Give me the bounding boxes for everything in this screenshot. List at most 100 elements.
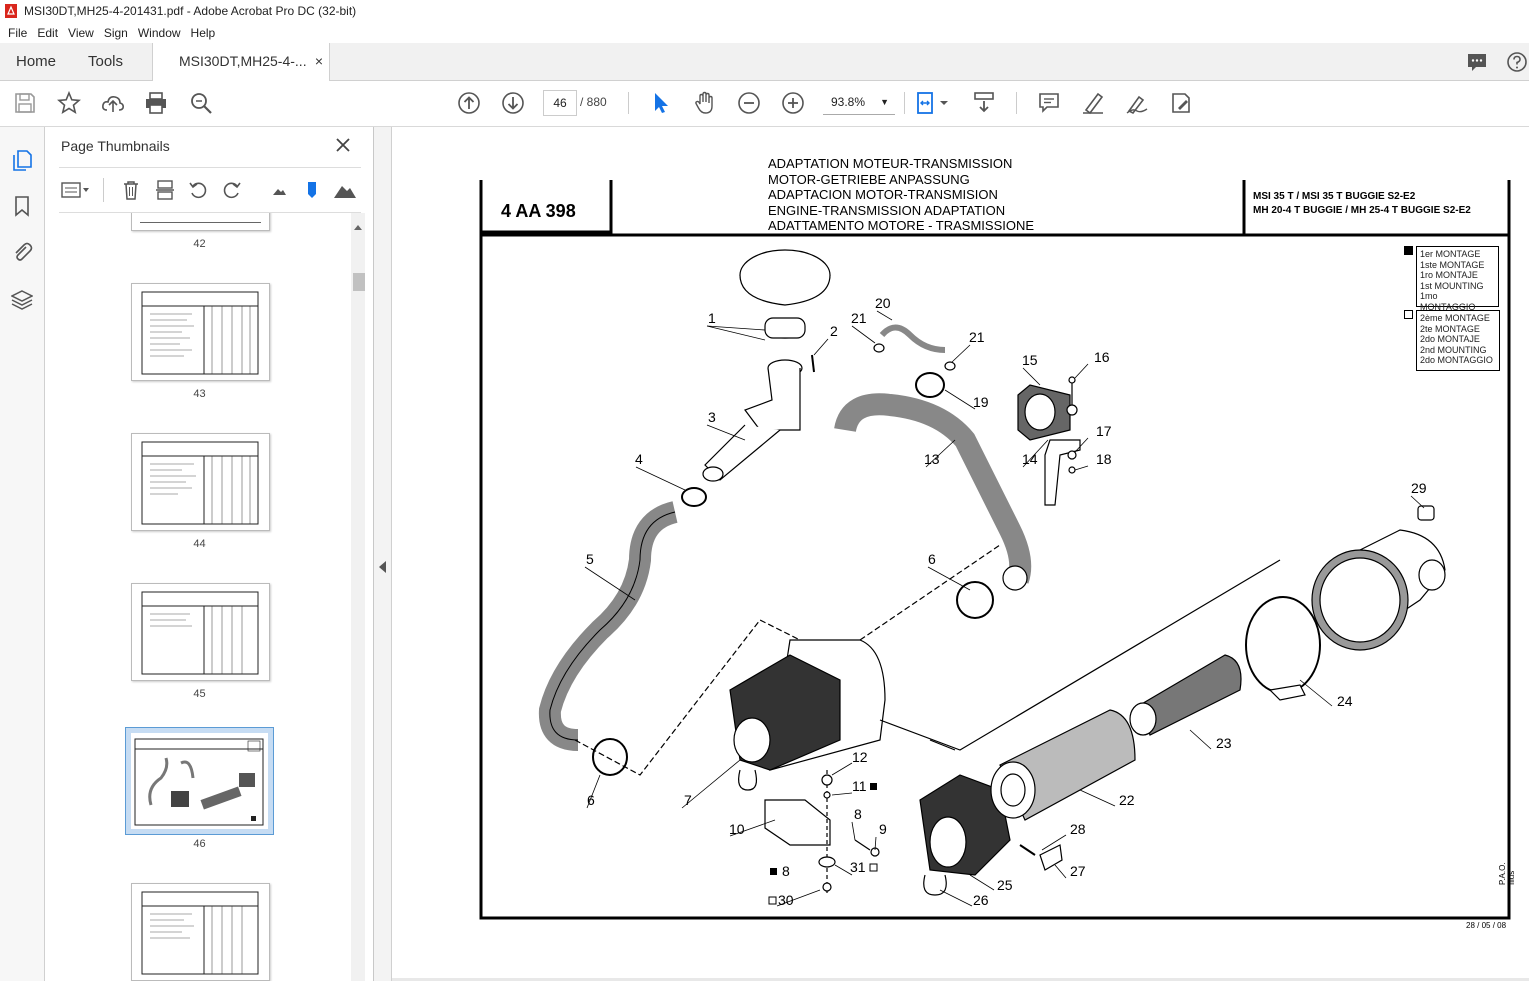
zoom-level-dropdown[interactable]: 93.8%▼ [823,90,895,115]
thumbnail-page-44[interactable] [131,433,270,531]
callout-1: 1 [708,310,716,326]
panel-title: Page Thumbnails [61,138,170,154]
help-icon[interactable] [1506,51,1528,73]
close-tab-icon[interactable]: × [314,53,323,69]
select-cursor-icon[interactable] [649,91,673,115]
thumbnail-page-47[interactable] [131,883,270,981]
fit-page-icon[interactable] [915,91,951,115]
draw-sign-icon[interactable] [1125,91,1149,115]
callout-22: 22 [1119,792,1135,808]
rotate-counterclockwise-icon[interactable] [188,180,208,200]
horizontal-scrollbar[interactable] [392,978,1529,981]
legend-line: 2ème MONTAGE [1420,313,1490,323]
add-comment-icon[interactable] [1037,91,1061,115]
tab-document[interactable]: MSI30DT,MH25-4-... × [152,43,330,81]
smaller-thumbnails-icon[interactable] [269,180,289,200]
tab-tools[interactable]: Tools [88,53,124,70]
callout-2: 2 [830,323,838,339]
thumbnail-number: 42 [193,238,206,250]
first-mounting-marker [770,868,777,875]
page-thumbnails-icon[interactable] [11,149,33,171]
current-page-input[interactable]: 46 [543,90,577,116]
callout-19: 19 [973,394,989,410]
page-title-es: ADAPTACION MOTOR-TRANSMISION [768,187,998,202]
zoom-search-icon[interactable] [189,91,213,115]
save-icon[interactable] [13,91,37,115]
menu-window[interactable]: Window [137,25,181,40]
zoom-in-icon[interactable] [781,91,805,115]
menu-view[interactable]: View [68,25,94,40]
page-title-de: MOTOR-GETRIEBE ANPASSUNG [768,172,970,187]
bookmarks-icon[interactable] [11,195,33,217]
print-icon[interactable] [144,91,168,115]
layers-icon[interactable] [11,289,33,311]
model-line-1: MSI 35 T / MSI 35 T BUGGIE S2-E2 [1253,191,1416,202]
bookmark-star-icon[interactable] [57,91,81,115]
fill-and-sign-icon[interactable] [1169,91,1193,115]
callout-14: 14 [1022,451,1038,467]
options-menu-icon[interactable] [61,180,91,200]
callout-8: 8 [782,863,790,879]
second-mounting-marker [1404,310,1413,319]
thumbnail-page-43[interactable] [131,283,270,381]
legend-line: 1ste MONTAGE [1420,259,1485,270]
rotate-clockwise-icon[interactable] [222,180,242,200]
zoom-out-icon[interactable] [737,91,761,115]
thumbnail-page-46[interactable] [125,727,274,835]
callout-7: 7 [684,792,692,808]
callout-23: 23 [1216,735,1232,751]
next-page-icon[interactable] [501,91,525,115]
page-title-en: ENGINE-TRANSMISSION ADAPTATION [768,203,1006,218]
panel-splitter[interactable] [374,127,392,981]
callout-15: 15 [1022,352,1038,368]
hand-tool-icon[interactable] [693,91,717,115]
close-panel-icon[interactable] [335,137,351,153]
callout-26: 26 [973,892,989,908]
callout-4: 4 [635,451,643,467]
menu-file[interactable]: File [8,25,28,40]
callout-11: 11 [852,778,867,794]
upload-cloud-icon[interactable] [101,91,125,115]
highlight-pen-icon[interactable] [1081,91,1105,115]
scroll-mode-icon[interactable] [972,91,996,115]
delete-trash-icon[interactable] [121,180,141,200]
menu-help[interactable]: Help [190,25,216,40]
larger-thumbnails-icon[interactable] [333,180,357,200]
thumbnail-page-42[interactable] [131,213,270,231]
attachments-paperclip-icon[interactable] [11,241,33,263]
page-marker-icon[interactable] [302,180,322,200]
second-mounting-marker [768,896,777,905]
callout-13: 13 [924,451,940,467]
callout-9: 9 [879,821,887,837]
page-title-fr: ADAPTATION MOTEUR-TRANSMISSION [768,156,1013,171]
tab-bar: Home Tools MSI30DT,MH25-4-... × [0,43,1529,81]
scroll-up-icon[interactable] [354,225,362,230]
window-title-bar: MSI30DT,MH25-4-201431.pdf - Adobe Acroba… [0,0,1529,22]
first-mounting-marker [870,783,877,790]
previous-page-icon[interactable] [457,91,481,115]
callout-29: 29 [1411,480,1427,496]
callout-30: 30 [778,892,794,908]
legend-line: 1er MONTAGE [1420,249,1481,259]
callout-6: 6 [928,551,936,567]
parts-diagram-frame [479,180,1511,920]
menu-edit[interactable]: Edit [37,25,59,40]
page-total: / 880 [580,95,607,109]
menu-bar: File Edit View Sign Window Help [0,22,1529,43]
callout-24: 24 [1337,693,1353,709]
page-thumbnails-panel: Page Thumbnails 42 43 44 45 [45,127,374,981]
insert-page-icon[interactable] [155,180,175,200]
collapse-panel-arrow-icon[interactable] [379,561,386,573]
callout-17: 17 [1096,423,1112,439]
thumbnail-list: 42 43 44 45 46 [59,213,351,981]
tab-home[interactable]: Home [16,53,57,70]
legend-line: 1mo MONTAGGIO [1420,291,1476,312]
comment-bubble-icon[interactable] [1466,51,1488,73]
scrollbar-thumb[interactable] [353,273,365,291]
thumbnail-page-45[interactable] [131,583,270,681]
thumbnail-number: 44 [193,538,206,550]
legend-line: 1ro MONTAJE [1420,270,1478,281]
thumbnail-scrollbar[interactable] [351,213,365,981]
menu-sign[interactable]: Sign [103,25,128,40]
